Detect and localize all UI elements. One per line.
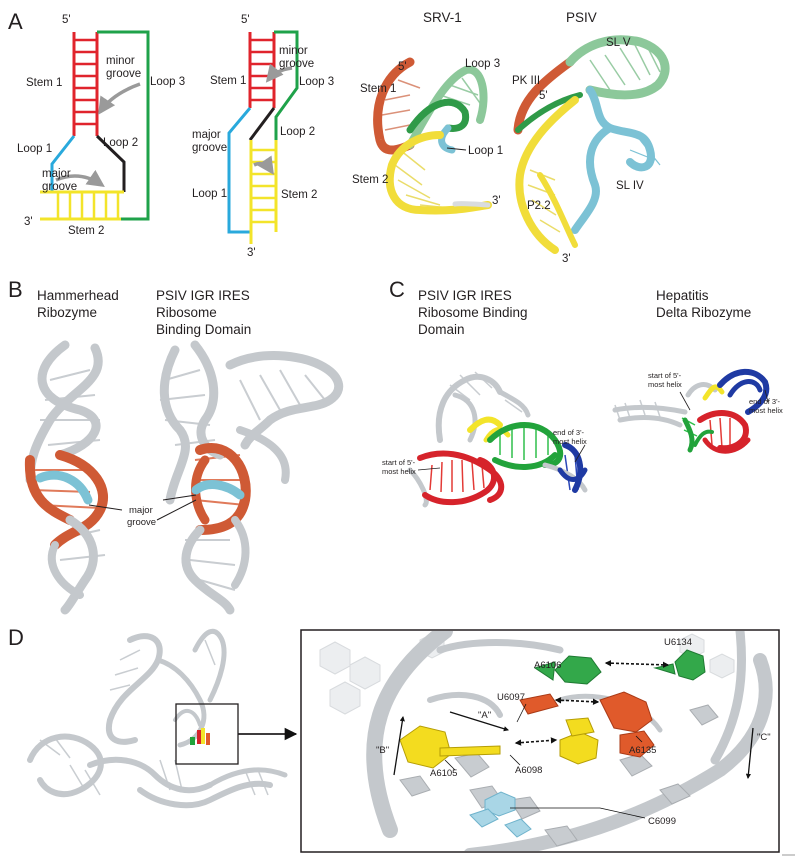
psiv-title: PSIV bbox=[566, 10, 597, 25]
loop2-label: Loop 2 bbox=[280, 126, 315, 138]
label-a6106: A6106 bbox=[534, 660, 561, 671]
minor-groove-label-1: minor bbox=[106, 55, 135, 67]
c-left-start-label-2: most helix bbox=[382, 467, 416, 476]
three-prime-label: 3' bbox=[492, 195, 501, 207]
label-c-strand: "C" bbox=[757, 732, 771, 743]
c-right-end-label-1: end of 3'- bbox=[749, 397, 781, 406]
c-right-start-label-2: most helix bbox=[648, 380, 682, 389]
minor-groove-label-2: groove bbox=[106, 68, 141, 80]
c-title2-line2: Delta Ribozyme bbox=[656, 305, 751, 320]
sliv-label: SL IV bbox=[616, 180, 644, 192]
five-prime-label: 5' bbox=[241, 14, 250, 26]
panel-a-letter: A bbox=[8, 9, 23, 34]
label-a6098: A6098 bbox=[515, 765, 542, 776]
psiv-structure: PSIV SL V PK III 5' SL IV P2.2 3' bbox=[512, 10, 670, 265]
five-prime-label: 5' bbox=[62, 14, 71, 26]
c-right-start-label-1: start of 5'- bbox=[648, 371, 682, 380]
three-prime-label: 3' bbox=[24, 216, 33, 228]
loop1-label: Loop 1 bbox=[17, 143, 52, 155]
c-hdv-structure: start of 5'- most helix end of 3'- most … bbox=[612, 368, 783, 454]
five-prime-label: 5' bbox=[539, 90, 548, 102]
c-left-end-label-1: end of 3'- bbox=[553, 428, 585, 437]
d-overview-structure bbox=[27, 628, 298, 809]
srv1-structure: SRV-1 5' 3' Loop 3 Stem 1 Loop 1 Stem 2 bbox=[352, 10, 503, 215]
label-a6105: A6105 bbox=[430, 768, 457, 779]
psiv-binding-domain-structure bbox=[159, 340, 344, 615]
loop3-label: Loop 3 bbox=[465, 58, 500, 70]
major-groove-label-2: groove bbox=[42, 181, 77, 193]
panel-a: A bbox=[8, 9, 670, 265]
hammerhead-title-1: Hammerhead bbox=[37, 288, 119, 303]
psiv-binding-title-3: Binding Domain bbox=[156, 322, 251, 337]
stem2-label: Stem 2 bbox=[281, 189, 317, 201]
major-groove-label-1: major bbox=[192, 129, 221, 141]
loop3-label: Loop 3 bbox=[299, 76, 334, 88]
loop1-label: Loop 1 bbox=[468, 145, 503, 157]
panel-d: D bbox=[8, 625, 795, 856]
label-u6134: U6134 bbox=[664, 637, 692, 648]
c-right-end-label-2: most helix bbox=[749, 406, 783, 415]
three-prime-label: 3' bbox=[247, 247, 256, 259]
stem1-label: Stem 1 bbox=[210, 75, 246, 87]
p22-label: P2.2 bbox=[527, 200, 551, 212]
loop1-label: Loop 1 bbox=[192, 188, 227, 200]
major-groove-annotation-2: groove bbox=[127, 517, 156, 528]
pseudoknot-schematic-2: 5' 3' Stem 1 Stem 2 Loop 3 Loop 2 Loop 1… bbox=[192, 14, 334, 259]
major-groove-label-1: major bbox=[42, 168, 71, 180]
label-b-strand: "B" bbox=[376, 745, 389, 756]
hammerhead-title-2: Ribozyme bbox=[37, 305, 97, 320]
panel-c-letter: C bbox=[389, 277, 405, 302]
c-left-start-label-1: start of 5'- bbox=[382, 458, 416, 467]
three-prime-label: 3' bbox=[562, 253, 571, 265]
stem2-label: Stem 2 bbox=[68, 225, 104, 237]
c-title1-line2: Ribosome Binding bbox=[418, 305, 528, 320]
panel-b-letter: B bbox=[8, 277, 23, 302]
hammerhead-structure bbox=[24, 340, 109, 615]
minor-groove-label-1: minor bbox=[279, 45, 308, 57]
psiv-binding-title-1: PSIV IGR IRES bbox=[156, 288, 250, 303]
panel-b: B Hammerhead Ribozyme PSIV IGR IRES Ribo… bbox=[8, 277, 344, 615]
loop3-label: Loop 3 bbox=[150, 76, 185, 88]
stem1-label: Stem 1 bbox=[26, 77, 62, 89]
psiv-binding-title-2: Ribosome bbox=[156, 305, 217, 320]
minor-groove-label-2: groove bbox=[279, 58, 314, 70]
major-groove-label-2: groove bbox=[192, 142, 227, 154]
c-title2-line1: Hepatitis bbox=[656, 288, 709, 303]
five-prime-label: 5' bbox=[398, 61, 407, 73]
slv-label: SL V bbox=[606, 37, 631, 49]
c-left-end-label-2: most helix bbox=[553, 437, 587, 446]
label-a-strand: "A" bbox=[478, 710, 491, 721]
stem1-label: Stem 1 bbox=[360, 83, 396, 95]
label-a6135: A6135 bbox=[629, 745, 656, 756]
stem2-label: Stem 2 bbox=[352, 174, 388, 186]
loop2-label: Loop 2 bbox=[103, 137, 138, 149]
pseudoknot-schematic-1: 5' 3' Stem 1 Stem 2 Loop 3 Loop 2 Loop 1… bbox=[17, 14, 185, 237]
panel-c: C PSIV IGR IRES Ribosome Binding Domain … bbox=[382, 277, 783, 508]
c-title1-line3: Domain bbox=[418, 322, 465, 337]
panel-d-letter: D bbox=[8, 625, 24, 650]
major-groove-annotation-1: major bbox=[129, 505, 153, 516]
label-u6097: U6097 bbox=[497, 692, 525, 703]
d-zoom-panel: A6106 U6134 U6097 "A" A6135 "B" "C" A610… bbox=[300, 629, 780, 853]
c-ires-structure: start of 5'- most helix end of 3'- most … bbox=[382, 371, 588, 508]
c-title1-line1: PSIV IGR IRES bbox=[418, 288, 512, 303]
pkiii-label: PK III bbox=[512, 75, 540, 87]
srv1-title: SRV-1 bbox=[423, 10, 462, 25]
label-c6099: C6099 bbox=[648, 816, 676, 827]
